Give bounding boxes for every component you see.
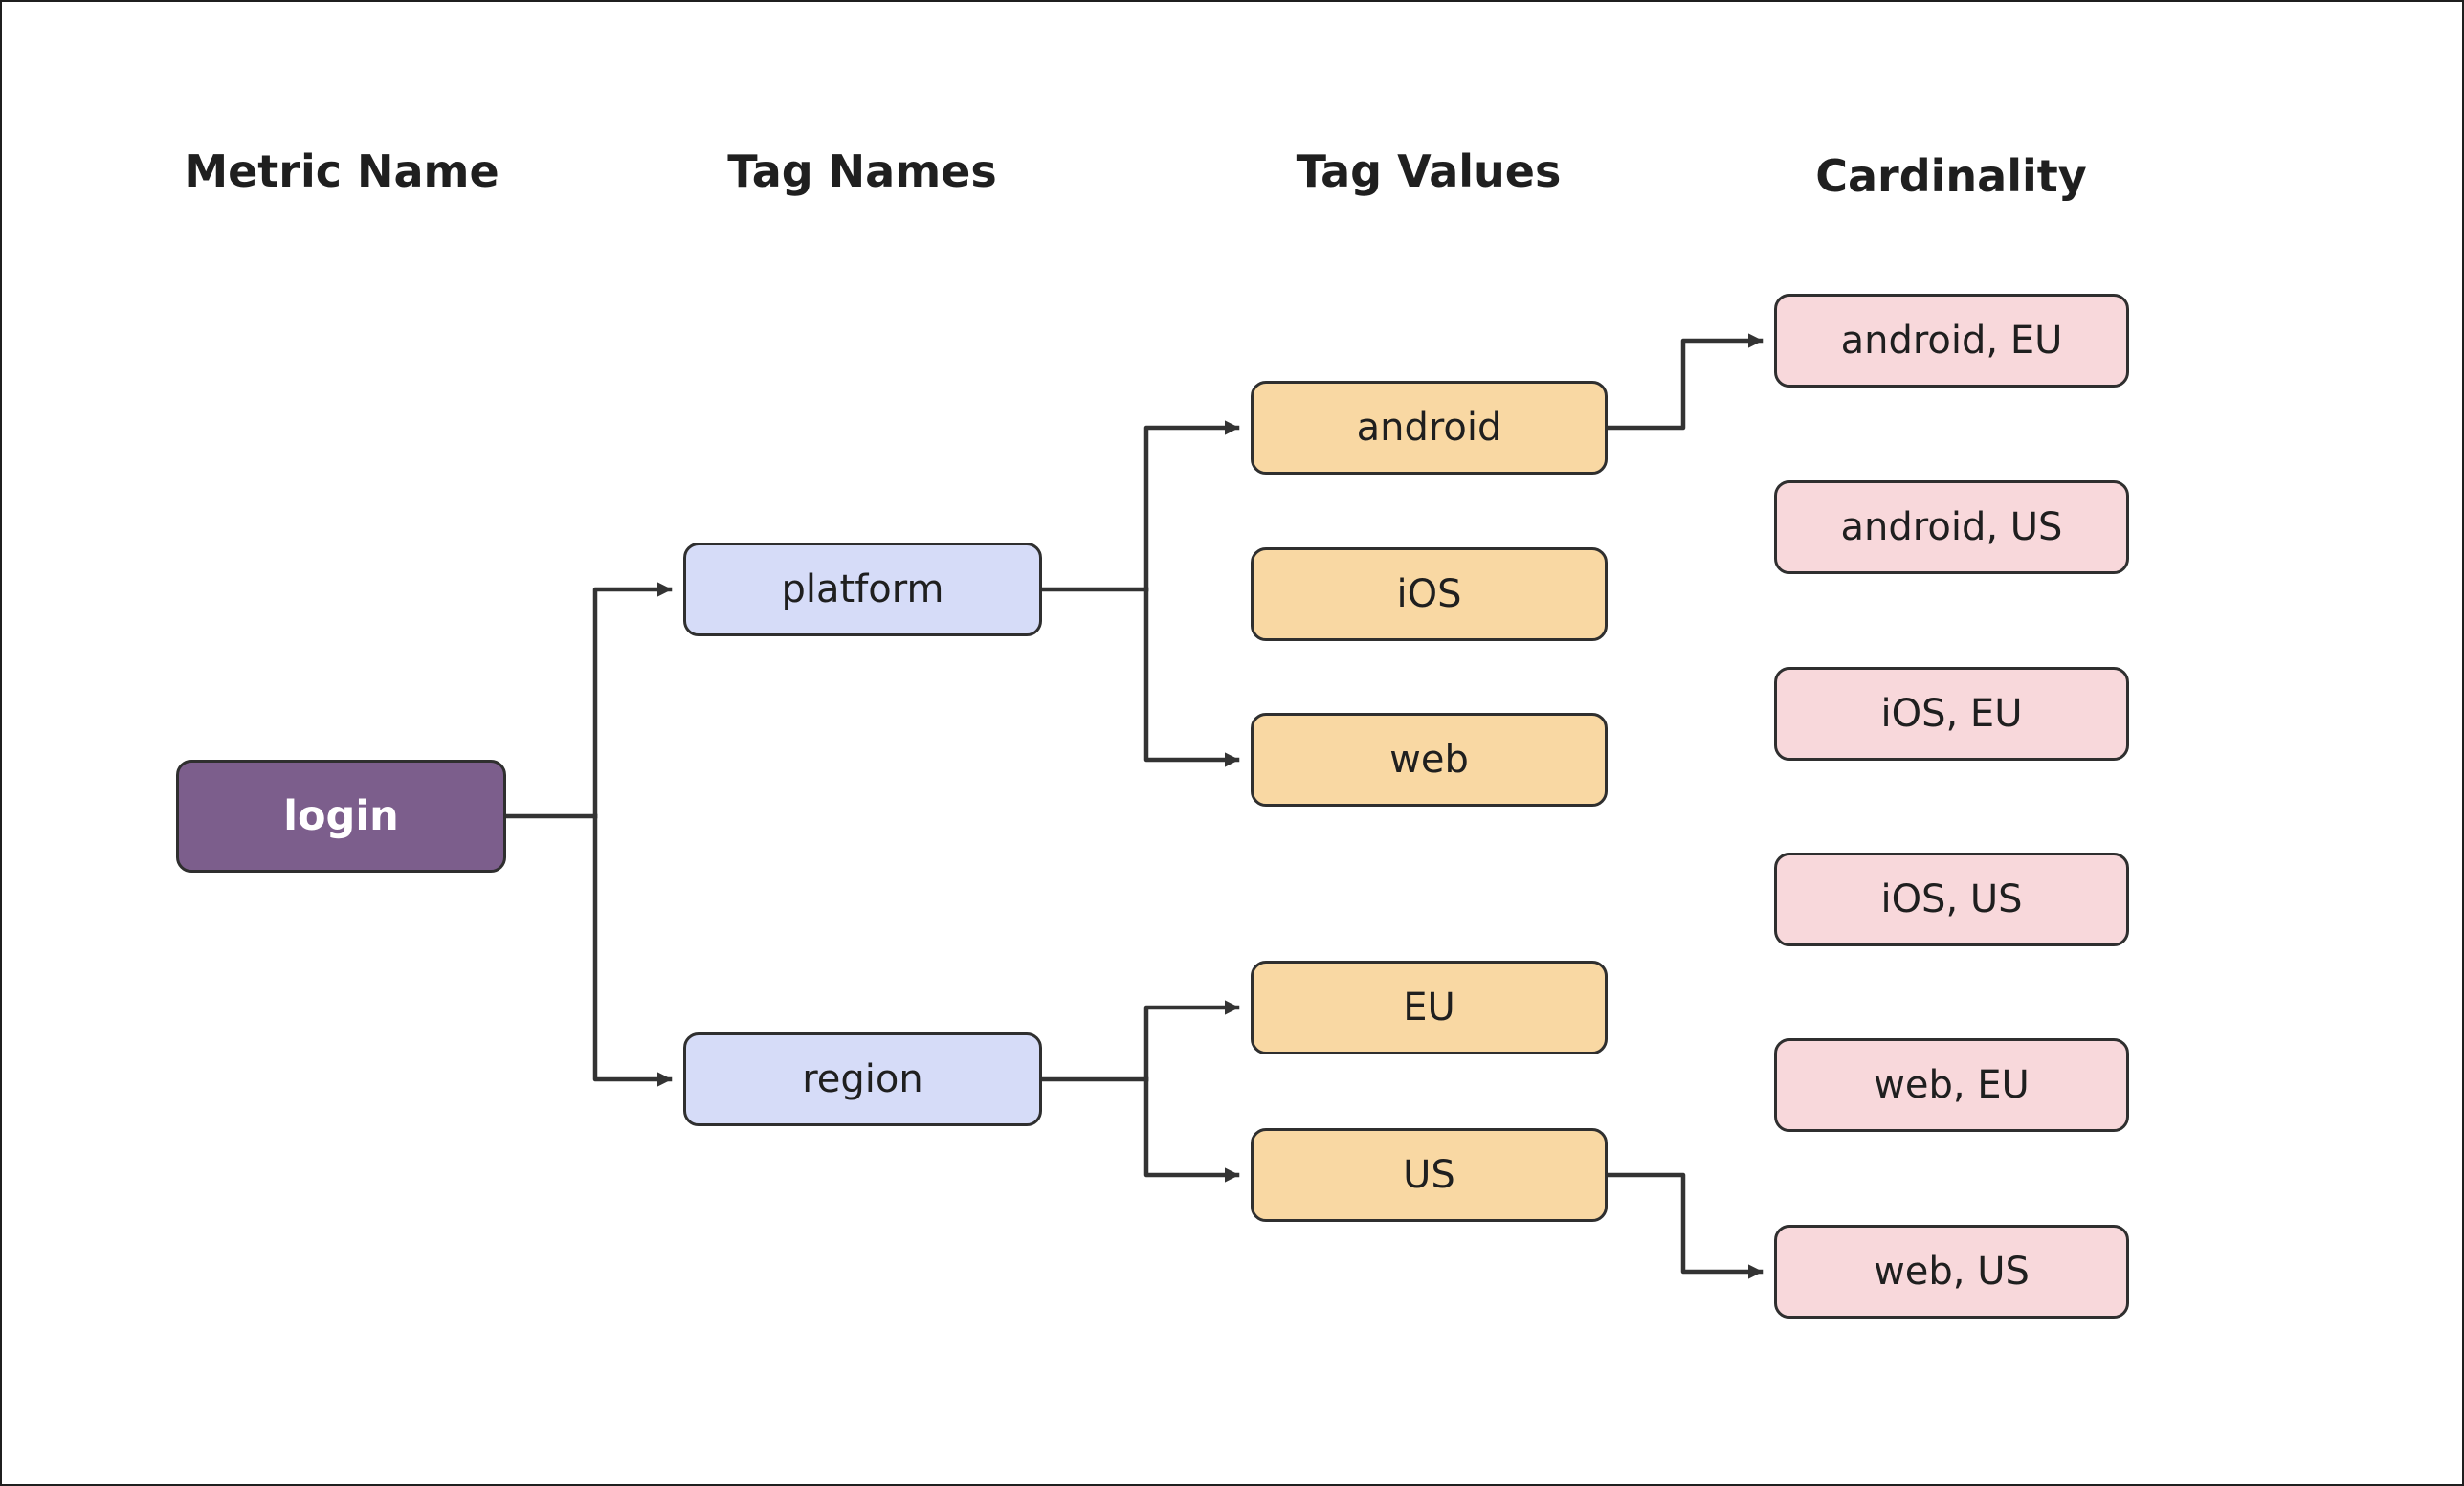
edge-platform-android: [1143, 420, 1240, 592]
edge-us-web-us: [1605, 1172, 1764, 1279]
edge-login-region: [592, 813, 673, 1087]
node-web-eu-label: web, EU: [1874, 1063, 2030, 1107]
node-web-label: web: [1389, 738, 1469, 782]
node-ios-us-label: iOS, US: [1880, 877, 2023, 921]
node-platform-label: platform: [781, 567, 944, 611]
edge-android-android-eu: [1605, 333, 1764, 431]
node-ios: iOS: [1251, 547, 1608, 641]
edge-platform-web: [1143, 587, 1240, 767]
node-us-label: US: [1403, 1153, 1455, 1197]
node-ios-eu-label: iOS, EU: [1880, 692, 2023, 736]
node-region-label: region: [802, 1057, 923, 1101]
header-tag-values: Tag Values: [1296, 145, 1562, 197]
node-android: android: [1251, 381, 1608, 475]
edge-region-us: [1143, 1076, 1240, 1183]
node-web-us-label: web, US: [1874, 1250, 2030, 1294]
edge-region-eu: [1143, 1000, 1240, 1082]
node-ios-label: iOS: [1396, 572, 1462, 616]
node-web-eu: web, EU: [1774, 1038, 2129, 1132]
header-tag-names: Tag Names: [727, 145, 997, 197]
node-android-eu-label: android, EU: [1840, 319, 2063, 363]
node-login: login: [176, 760, 506, 873]
node-android-eu: android, EU: [1774, 294, 2129, 388]
node-eu: EU: [1251, 961, 1608, 1054]
header-cardinality: Cardinality: [1815, 150, 2087, 202]
header-metric-name: Metric Name: [184, 145, 499, 197]
node-ios-us: iOS, US: [1774, 853, 2129, 946]
node-ios-eu: iOS, EU: [1774, 667, 2129, 761]
node-web: web: [1251, 713, 1608, 807]
edge-login-platform: [592, 582, 673, 819]
node-web-us: web, US: [1774, 1225, 2129, 1319]
node-android-label: android: [1356, 406, 1502, 450]
node-login-label: login: [283, 792, 399, 840]
node-eu-label: EU: [1403, 986, 1455, 1030]
node-platform: platform: [683, 543, 1042, 636]
node-android-us-label: android, US: [1840, 505, 2063, 549]
node-android-us: android, US: [1774, 480, 2129, 574]
node-region: region: [683, 1032, 1042, 1126]
node-us: US: [1251, 1128, 1608, 1222]
